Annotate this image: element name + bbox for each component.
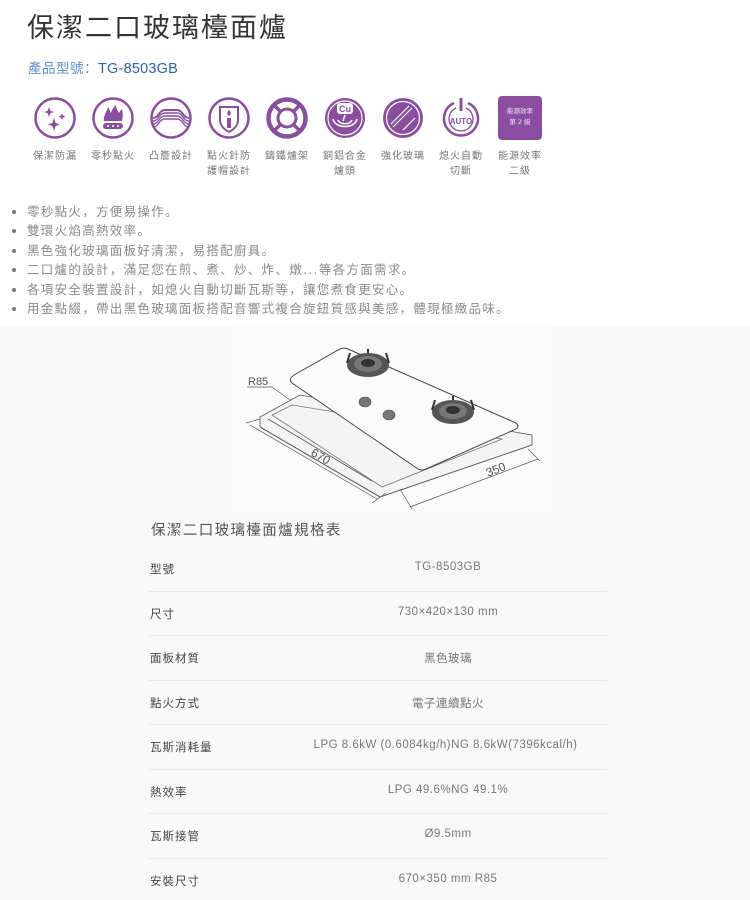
burner-left — [346, 349, 390, 377]
feature-bullets: 零秒點火，方便易操作。 雙環火焰高熱效率。 黑色強化玻璃面板好清潔，易搭配廚具。… — [10, 202, 510, 318]
safety-shield-icon — [208, 97, 250, 139]
spec-table: 保潔二口玻璃檯面爐規格表 型號 TG-8503GB 尺寸 730×420×130… — [142, 513, 607, 900]
svg-text:Cu: Cu — [339, 104, 351, 114]
spec-key: 點火方式 — [150, 695, 200, 710]
copper-burner-icon: Cu — [325, 98, 365, 138]
spec-key: 安裝尺寸 — [150, 873, 200, 888]
spec-value: LPG 8.6kW (0.6084kg/h)NG 8.6kW(7396kcal/… — [313, 739, 578, 751]
feature-label: 點火針防 — [207, 151, 251, 162]
tempered-glass-icon — [383, 98, 423, 138]
feature-item: 能源效率 第 2 級 能源效率二級 — [490, 96, 550, 179]
spec-key: 尺寸 — [150, 606, 175, 621]
feature-item: 保潔防漏 — [25, 96, 85, 164]
product-model: 產品型號：TG-8503GB — [28, 57, 178, 77]
feature-item: 零秒點火 — [83, 96, 143, 164]
spec-value: 電子連續點火 — [412, 697, 484, 710]
spec-value: 黑色玻璃 — [424, 653, 472, 665]
table-row: 型號 TG-8503GB — [148, 547, 607, 592]
spec-value: LPG 49.6%NG 49.1% — [387, 783, 509, 796]
feature-item: 凸簷設計 — [141, 96, 201, 164]
feature-label-2: 二級 — [509, 166, 531, 177]
feature-item: 鑄鐵爐架 — [257, 96, 317, 164]
spec-key: 熱效率 — [150, 784, 188, 799]
spec-value: 730×420×130 mm — [397, 605, 499, 618]
spec-table-title: 保潔二口玻璃檯面爐規格表 — [151, 523, 342, 539]
auto-shutoff-icon: AUTO — [442, 98, 480, 137]
feature-label: 能源效率 — [498, 151, 542, 162]
feature-item: 點火針防護帽設計 — [199, 96, 259, 179]
spec-key: 瓦斯接管 — [150, 829, 200, 843]
svg-text:350: 350 — [484, 459, 508, 480]
spec-value: Ø9.5mm — [424, 828, 472, 840]
cooktop-dimension-drawing: R85 670 350 — [245, 347, 541, 510]
bullet-item: 雙環火焰高熱效率。 — [10, 221, 510, 240]
bullet-item: 用金點綴，帶出黑色玻璃面板搭配音響式複合旋鈕質感與美感，體現極緻品味。 — [10, 299, 510, 318]
feature-label: 零秒點火 — [91, 151, 135, 162]
flame-ignition-icon — [92, 97, 134, 139]
svg-text:AUTO: AUTO — [450, 117, 473, 126]
bullet-item: 各項安全裝置設計，如熄火自動切斷瓦斯等，讓您煮食更安心。 — [10, 280, 510, 299]
spec-value: 670×350 mm R85 — [398, 872, 498, 885]
feature-item: AUTO 熄火自動切斷 — [431, 96, 491, 179]
feature-label: 銅鋁合金 — [323, 151, 367, 162]
feature-item: 強化玻璃 — [373, 96, 433, 164]
badge-line-1: 能源效率 — [507, 107, 533, 115]
feature-label: 強化玻璃 — [381, 151, 425, 162]
bullet-item: 二口爐的設計，滿足您在煎、煮、炒、炸、燉...等各方面需求。 — [10, 260, 510, 279]
spec-value: TG-8503GB — [414, 561, 482, 573]
raised-edge-icon — [150, 97, 192, 139]
feature-label-2: 爐頭 — [334, 166, 356, 177]
feature-label-2: 護帽設計 — [207, 166, 251, 177]
cast-iron-stand-icon — [266, 97, 308, 139]
feature-icons: 保潔防漏 零秒點火 凸簷設計 點火針防護帽設計 — [0, 96, 750, 179]
model-value: TG-8503GB — [98, 61, 178, 77]
spec-key: 面板材質 — [150, 651, 200, 665]
model-label: 產品型號： — [28, 61, 98, 77]
svg-text:R85: R85 — [248, 376, 268, 388]
feature-label-2: 切斷 — [450, 166, 472, 177]
feature-label: 保潔防漏 — [33, 151, 77, 162]
feature-label: 熄火自動 — [439, 151, 483, 162]
installation-diagram: R85 670 350 — [232, 327, 553, 513]
table-row: 尺寸 730×420×130 mm — [148, 592, 607, 636]
energy-efficiency-badge: 能源效率 第 2 級 — [498, 96, 542, 140]
table-row: 瓦斯接管 Ø9.5mm — [148, 814, 607, 859]
table-row: 點火方式 電子連續點火 — [148, 681, 607, 725]
bullet-item: 黑色強化玻璃面板好清潔，易搭配廚具。 — [10, 241, 510, 260]
burner-right — [431, 396, 475, 424]
bullet-item: 零秒點火，方便易操作。 — [10, 202, 510, 221]
table-row: 熱效率 LPG 49.6%NG 49.1% — [148, 770, 607, 814]
table-row: 面板材質 黑色玻璃 — [148, 636, 607, 681]
feature-label: 凸簷設計 — [149, 151, 193, 162]
sparkle-clean-icon — [34, 97, 76, 139]
table-row: 安裝尺寸 670×350 mm R85 — [148, 859, 607, 900]
product-title: 保潔二口玻璃檯面爐 — [27, 13, 288, 44]
table-row: 瓦斯消耗量 LPG 8.6kW (0.6084kg/h)NG 8.6kW(739… — [148, 725, 607, 770]
feature-item: Cu 銅鋁合金爐頭 — [315, 96, 375, 179]
badge-line-2: 第 2 級 — [509, 118, 531, 126]
feature-label: 鑄鐵爐架 — [265, 151, 309, 162]
spec-key: 瓦斯消耗量 — [150, 740, 213, 754]
spec-key: 型號 — [150, 562, 175, 576]
